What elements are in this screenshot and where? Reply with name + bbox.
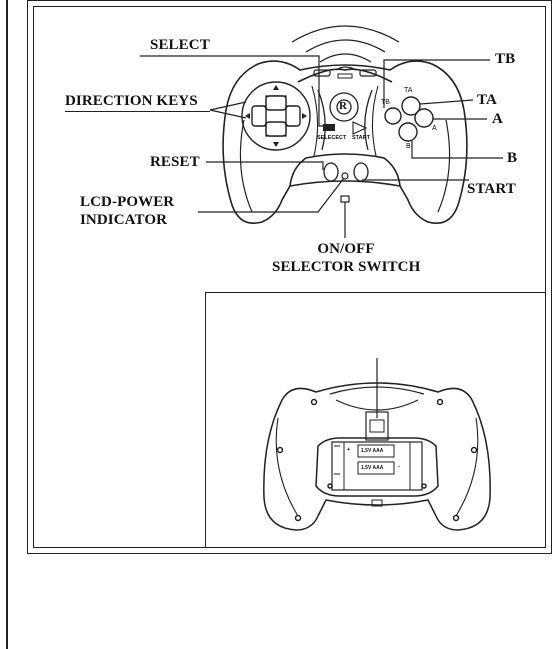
screw-icon bbox=[454, 516, 459, 521]
marking-battery-bottom: 1.5V AAA bbox=[361, 465, 383, 471]
wireless-signal-arcs bbox=[292, 26, 399, 70]
marking-battery-top: 1.5V AAA bbox=[361, 448, 383, 454]
screw-icon bbox=[278, 448, 283, 453]
controller-back bbox=[264, 358, 490, 530]
label-tb: TB bbox=[495, 51, 515, 67]
back-inner-left bbox=[276, 418, 298, 516]
label-lcd-power-line2: INDICATOR bbox=[80, 212, 167, 228]
down-arrow-icon bbox=[273, 142, 279, 147]
controller-inner-ridge bbox=[298, 69, 392, 82]
back-switch-slider bbox=[370, 420, 384, 432]
marking-start-key: START bbox=[352, 135, 370, 141]
b-button bbox=[399, 123, 417, 141]
right-arrow-icon bbox=[302, 113, 307, 119]
leader-lines bbox=[140, 56, 503, 238]
marking-ta: TA bbox=[404, 86, 412, 95]
start-lower-button bbox=[354, 163, 368, 181]
label-ta: TA bbox=[477, 92, 497, 108]
onoff-switch bbox=[341, 196, 349, 202]
reset-button bbox=[324, 163, 338, 181]
up-arrow-icon bbox=[273, 85, 279, 90]
back-inner-right bbox=[456, 418, 478, 516]
label-b: B bbox=[507, 150, 517, 166]
marking-tb: TB bbox=[381, 98, 390, 107]
lcd-power-indicator bbox=[342, 173, 348, 179]
label-lcd-power-line1: LCD-POWER bbox=[80, 194, 174, 210]
screw-icon bbox=[422, 484, 426, 488]
marking-b: B bbox=[406, 142, 411, 151]
select-key bbox=[323, 124, 335, 131]
controller-right-grip-line bbox=[438, 120, 450, 212]
label-select: SELECT bbox=[150, 37, 210, 53]
label-a: A bbox=[492, 111, 503, 127]
marking-plus: + bbox=[347, 447, 350, 453]
screw-icon bbox=[472, 448, 477, 453]
label-direction-keys: DIRECTION KEYS bbox=[65, 93, 198, 109]
marking-minus: - bbox=[398, 464, 400, 470]
screw-icon bbox=[296, 516, 301, 521]
label-reset: RESET bbox=[150, 154, 200, 170]
direction-keys bbox=[242, 82, 310, 150]
screw-icon bbox=[438, 400, 443, 405]
screw-icon bbox=[328, 484, 332, 488]
marking-a: A bbox=[432, 124, 437, 133]
tb-button bbox=[385, 108, 401, 124]
start-key bbox=[353, 122, 366, 134]
marking-select-key: SELECECT bbox=[317, 135, 346, 141]
a-button bbox=[415, 109, 433, 127]
label-direction-keys-underline bbox=[65, 111, 210, 112]
label-onoff-line1: ON/OFF bbox=[315, 241, 377, 257]
label-onoff-line2: SELECTOR SWITCH bbox=[272, 259, 420, 275]
logo-mark: R bbox=[339, 102, 347, 111]
label-start: START bbox=[467, 181, 516, 197]
screw-icon bbox=[312, 400, 317, 405]
